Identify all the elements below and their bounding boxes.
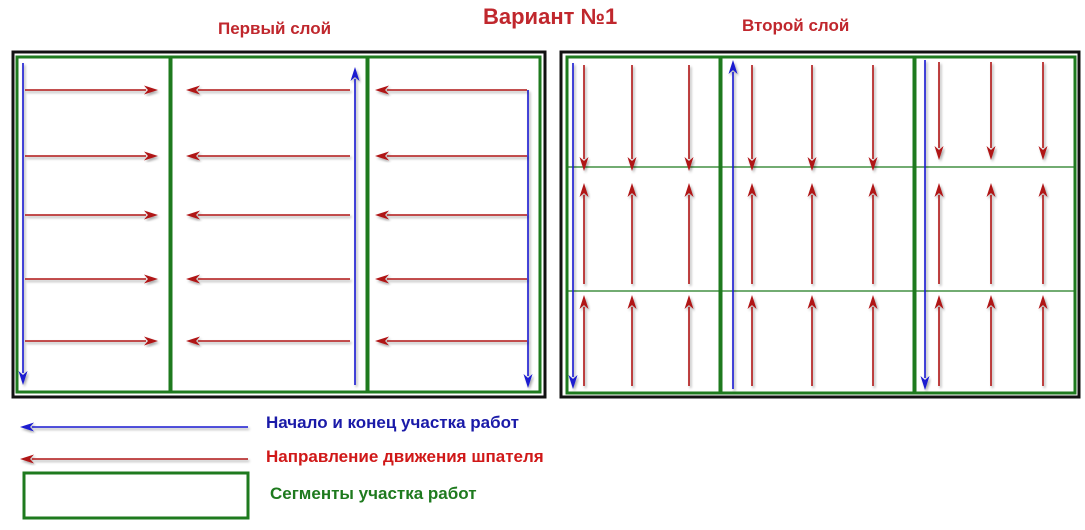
trowel-direction-arrow [627,65,637,171]
trowel-direction-arrow [684,183,694,284]
trowel-direction-arrow [807,183,817,284]
first-layer-title: Первый слой [218,19,332,38]
second-layer-segment-2 [719,55,916,395]
start-end-arrow [728,60,738,389]
legend-segment-label: Сегменты участка работ [270,484,477,503]
trowel-direction-arrow [375,85,527,95]
trowel-direction-arrow [807,65,817,171]
legend-red-arrow-label: Направление движения шпателя [266,447,544,466]
trowel-direction-arrow [375,210,527,220]
legend [20,422,250,520]
start-end-arrow [18,63,28,385]
trowel-direction-arrow [627,183,637,284]
trowel-direction-arrow [186,274,350,284]
trowel-direction-arrow [684,295,694,386]
trowel-direction-arrow [25,336,158,346]
trowel-direction-arrow [186,151,350,161]
trowel-direction-arrow [986,295,996,386]
first-layer-panel [11,50,547,399]
trowel-direction-arrow [868,183,878,284]
trowel-direction-arrow [1038,183,1048,284]
trowel-direction-arrow [747,183,757,284]
second-layer-frame [559,50,1081,399]
trowel-direction-arrow [934,183,944,284]
start-end-arrow [350,67,360,385]
trowel-direction-arrow [1038,62,1048,160]
legend-segment-swatch [22,471,250,520]
trowel-direction-arrow [1038,295,1048,386]
start-end-arrow [920,60,930,390]
trowel-direction-arrow [868,295,878,386]
start-end-arrow [568,63,578,389]
trowel-direction-arrow [807,295,817,386]
trowel-direction-arrow [25,274,158,284]
trowel-direction-arrow [934,62,944,160]
trowel-direction-arrow [186,85,350,95]
trowel-direction-arrow [747,65,757,171]
legend-red-arrow [20,454,248,464]
trowel-direction-arrow [986,62,996,160]
trowel-direction-arrow [934,295,944,386]
trowel-direction-arrow [186,210,350,220]
diagram-title: Вариант №1 [483,4,618,29]
first-layer-frame [11,50,547,399]
trowel-direction-arrow [25,85,158,95]
trowel-direction-arrow [186,336,350,346]
trowel-direction-arrow [375,151,527,161]
legend-blue-arrow-label: Начало и конец участка работ [266,413,519,432]
second-layer-panel [559,50,1081,399]
second-layer-title: Второй слой [742,16,850,35]
trowel-direction-arrow [579,295,589,386]
trowel-direction-arrow [375,336,527,346]
trowel-direction-arrow [579,183,589,284]
legend-blue-arrow [20,422,248,432]
trowel-direction-arrow [627,295,637,386]
trowel-direction-arrow [25,151,158,161]
trowel-direction-arrow [868,65,878,171]
trowel-direction-arrow [747,295,757,386]
second-layer-segment-1 [565,55,722,395]
first-layer-segment-3 [366,55,542,394]
start-end-arrow [523,90,533,388]
trowel-direction-arrow [375,274,527,284]
trowel-direction-arrow [579,65,589,171]
trowel-direction-arrow [25,210,158,220]
second-layer-segment-3 [913,55,1077,395]
trowel-direction-arrow [986,183,996,284]
trowel-direction-arrow [684,65,694,171]
